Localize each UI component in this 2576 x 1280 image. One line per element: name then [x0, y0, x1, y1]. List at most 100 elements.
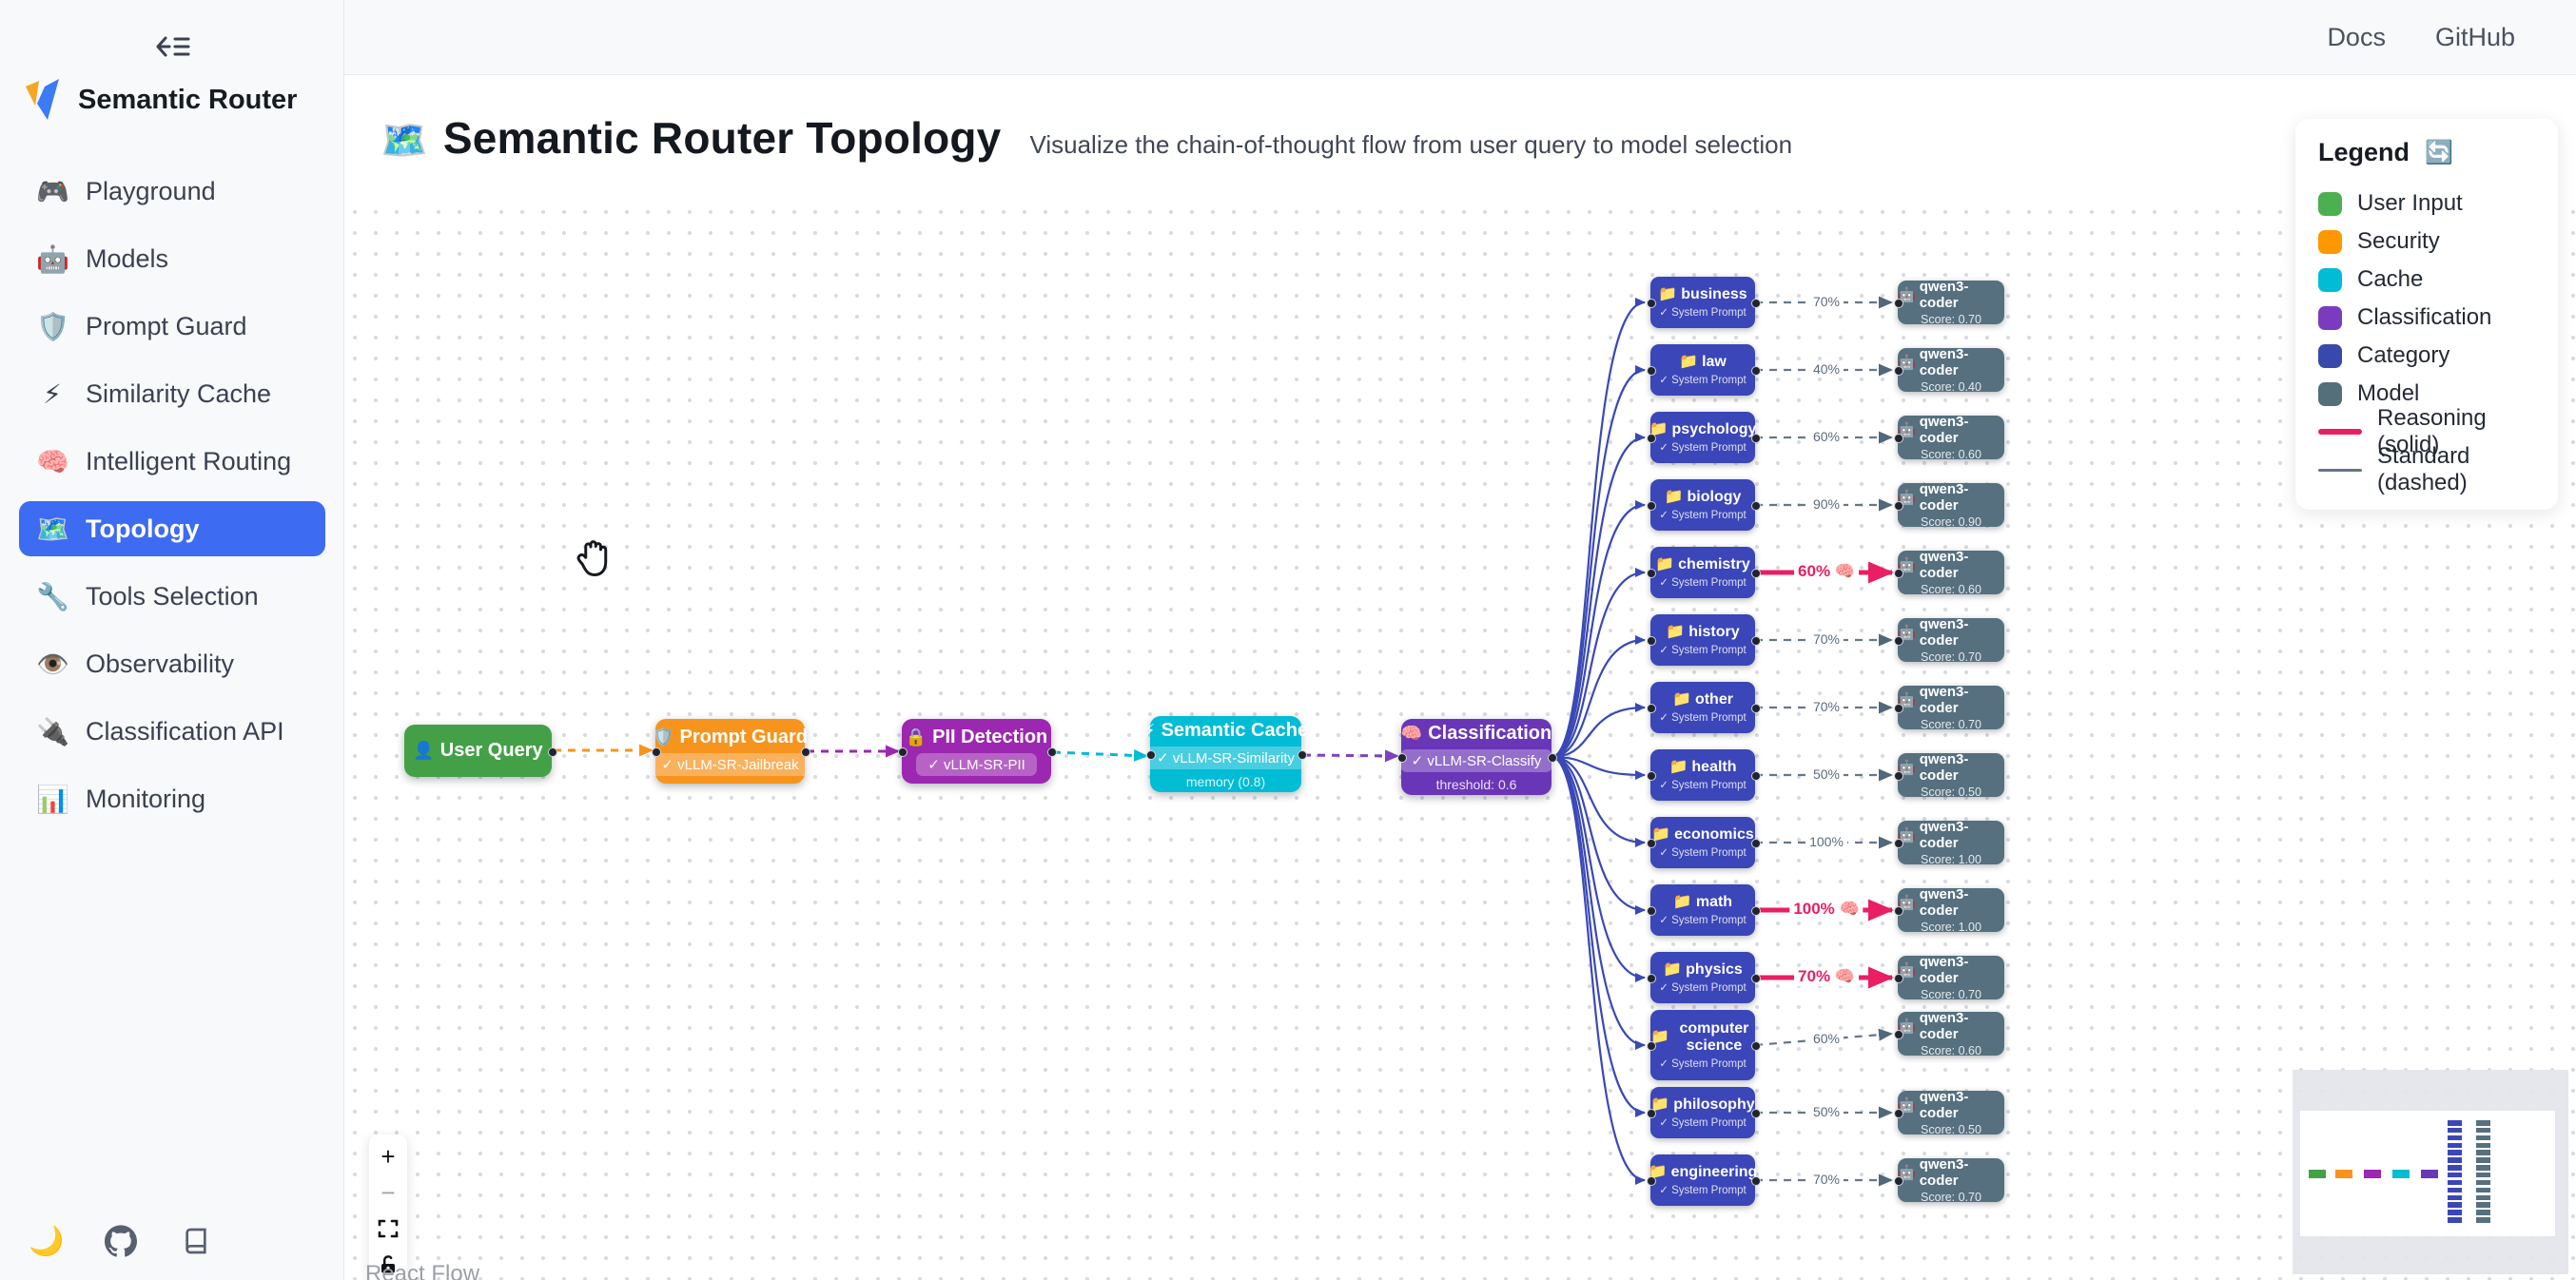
minimap-model — [2476, 1210, 2490, 1215]
node-handle — [1647, 569, 1656, 578]
category-node-psychology[interactable]: 📁psychology✓ System Prompt — [1649, 412, 1757, 463]
category-node-computer-science[interactable]: 📁computer science✓ System Prompt — [1650, 1010, 1755, 1080]
sidebar-item-classification-api[interactable]: 🔌Classification API — [19, 704, 325, 759]
react-flow-attribution[interactable]: React Flow — [365, 1261, 480, 1280]
model-title: 🤖qwen3-coder — [1898, 1156, 2004, 1189]
sidebar-item-playground[interactable]: 🎮Playground — [19, 164, 325, 219]
category-node-math[interactable]: 📁math✓ System Prompt — [1650, 884, 1755, 936]
minimap-node-pii-detection — [2364, 1170, 2381, 1178]
topology-icon: 🗺️ — [36, 514, 69, 544]
folder-icon: 📁 — [1649, 420, 1669, 437]
page-header: 🗺️ Semantic Router Topology Visualize th… — [381, 112, 1792, 164]
category-title: 📁computer science — [1650, 1020, 1755, 1054]
model-title: 🤖qwen3-coder — [1898, 886, 2004, 919]
minimap-category — [2448, 1135, 2462, 1141]
category-title: 📁math — [1673, 894, 1732, 911]
node-handle — [1751, 299, 1761, 308]
model-score: Score: 0.70 — [1921, 1191, 1981, 1204]
category-node-business[interactable]: 📁business✓ System Prompt — [1650, 277, 1755, 328]
edge-label-physics: 70% 🧠 — [1794, 967, 1859, 986]
node-handle — [1047, 747, 1057, 757]
minimap[interactable] — [2293, 1070, 2568, 1274]
category-node-health[interactable]: 📁health✓ System Prompt — [1650, 749, 1755, 801]
node-pii-detection[interactable]: 🔒PII Detection✓ vLLM-SR-PII — [902, 719, 1051, 784]
sidebar-collapse-icon[interactable] — [152, 30, 192, 63]
node-user-query[interactable]: 👤User Query — [404, 725, 552, 777]
category-node-chemistry[interactable]: 📁chemistry✓ System Prompt — [1650, 547, 1755, 598]
sidebar-item-tools-selection[interactable]: 🔧Tools Selection — [19, 569, 325, 624]
folder-icon: 📁 — [1672, 893, 1692, 910]
model-score: Score: 0.70 — [1921, 650, 1981, 664]
classification-api-icon: 🔌 — [36, 716, 69, 747]
node-title-text: Semantic Cache — [1161, 719, 1309, 741]
zoom-in-button[interactable]: + — [371, 1140, 405, 1173]
sidebar-item-observability[interactable]: 👁️Observability — [19, 636, 325, 691]
refresh-icon[interactable]: 🔄 — [2425, 140, 2453, 165]
sidebar-item-prompt-guard[interactable]: 🛡️Prompt Guard — [19, 299, 325, 354]
map-icon: 🗺️ — [381, 120, 428, 162]
node-handle — [1298, 750, 1307, 760]
category-node-other[interactable]: 📁other✓ System Prompt — [1650, 682, 1755, 733]
category-node-philosophy[interactable]: 📁philosophy✓ System Prompt — [1650, 1087, 1755, 1138]
sidebar-item-intelligent-routing[interactable]: 🧠Intelligent Routing — [19, 434, 325, 489]
sidebar-item-topology[interactable]: 🗺️Topology — [19, 501, 325, 556]
github-icon[interactable] — [105, 1225, 139, 1259]
node-handle — [1647, 636, 1656, 646]
fit-view-icon — [378, 1219, 399, 1238]
node-prompt-guard[interactable]: 🛡️Prompt Guard✓ vLLM-SR-Jailbreak — [650, 719, 810, 784]
edge-label-chemistry: 60% 🧠 — [1794, 562, 1859, 581]
sidebar-item-similarity-cache[interactable]: ⚡Similarity Cache — [19, 366, 325, 421]
node-handle — [1751, 434, 1761, 443]
category-node-biology[interactable]: 📁biology✓ System Prompt — [1650, 479, 1755, 531]
node-handle — [1894, 704, 1903, 713]
node-handle — [1647, 974, 1656, 983]
zoom-out-button[interactable]: − — [371, 1176, 405, 1209]
category-title: 📁psychology — [1649, 421, 1757, 438]
sidebar-item-monitoring[interactable]: 📊Monitoring — [19, 771, 325, 826]
minimap-model — [2476, 1157, 2490, 1163]
docs-link[interactable]: Docs — [2327, 22, 2386, 51]
minimap-model — [2476, 1187, 2490, 1193]
legend-item-cache: Cache — [2318, 261, 2535, 299]
category-node-physics[interactable]: 📁physics✓ System Prompt — [1650, 952, 1755, 1003]
category-node-economics[interactable]: 📁economics✓ System Prompt — [1650, 817, 1755, 868]
edge-label-math: 100% 🧠 — [1789, 900, 1864, 919]
node-handle — [1751, 1176, 1761, 1186]
docs-book-icon[interactable] — [181, 1225, 215, 1259]
category-node-law[interactable]: 📁law✓ System Prompt — [1650, 344, 1755, 396]
prompt-guard-icon: 🛡️ — [653, 727, 674, 747]
model-name: qwen3-coder — [1919, 954, 1969, 986]
sidebar-item-models[interactable]: 🤖Models — [19, 231, 325, 286]
lock-button[interactable] — [371, 1249, 405, 1280]
model-title: 🤖qwen3-coder — [1898, 549, 2004, 581]
folder-icon: 📁 — [1650, 1096, 1670, 1113]
sidebar-item-label: Prompt Guard — [86, 311, 247, 340]
category-name: chemistry — [1678, 555, 1750, 572]
category-node-engineering[interactable]: 📁engineering✓ System Prompt — [1649, 1154, 1757, 1206]
system-prompt-label: ✓ System Prompt — [1659, 510, 1747, 522]
node-title: ⚡Semantic Cache — [1143, 720, 1308, 742]
legend-label: Classification — [2357, 304, 2492, 330]
fit-view-button[interactable] — [371, 1212, 405, 1245]
category-node-history[interactable]: 📁history✓ System Prompt — [1650, 614, 1755, 666]
node-handle — [1894, 569, 1903, 578]
github-link[interactable]: GitHub — [2434, 22, 2515, 51]
model-score: Score: 0.60 — [1921, 583, 1981, 596]
theme-moon-icon[interactable]: 🌙 — [29, 1226, 65, 1257]
